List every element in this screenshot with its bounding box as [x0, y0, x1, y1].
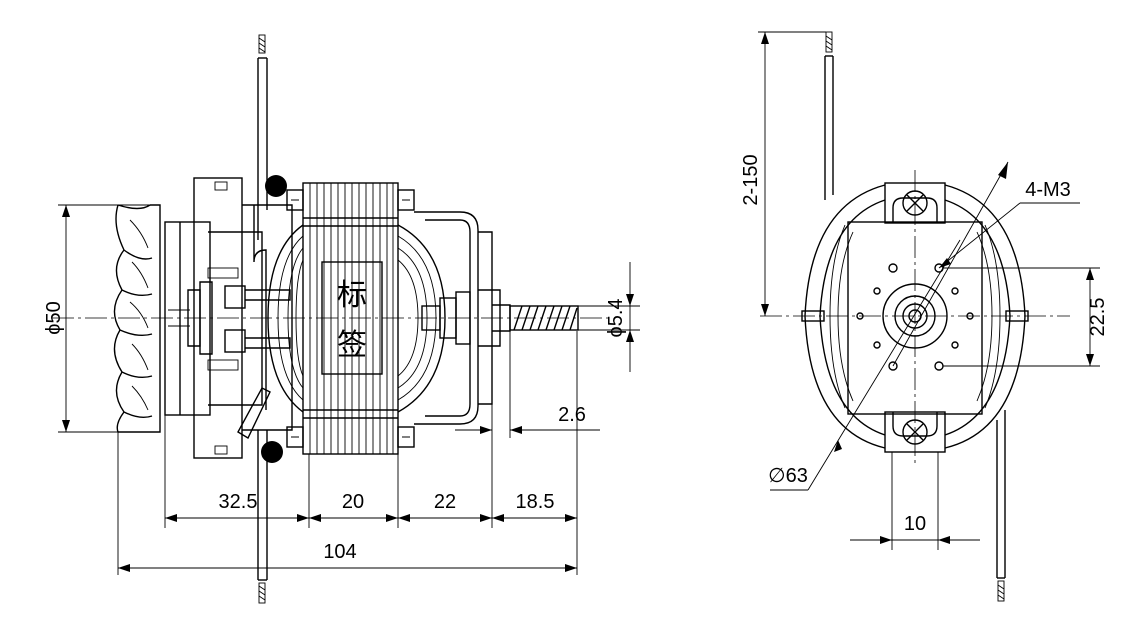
fan [113, 204, 161, 433]
lead-length-text: 2-150 [740, 154, 762, 205]
bottom-lead-wire [257, 430, 268, 604]
bracket-width-text: 10 [904, 513, 926, 535]
dim-shaft-step [455, 331, 600, 438]
end-top-lead-wire [824, 31, 834, 200]
bottom-screw-icon [902, 419, 928, 445]
rear-housing [164, 177, 293, 459]
mounting-holes [856, 263, 974, 371]
stator-stack [302, 182, 399, 455]
seg4-text: 18.5 [516, 491, 555, 513]
seg2-text: 20 [342, 491, 364, 513]
top-lead-wire [257, 34, 268, 240]
end-view: 2-150 4-M3 22.5 ∅63 [740, 31, 1109, 602]
end-bottom-lead-wire [996, 410, 1006, 602]
dim-outer-diameter [770, 239, 961, 491]
label-char-top: 标 [337, 278, 367, 313]
shaft-diameter-text: ϕ5.4 [605, 298, 627, 337]
stack-bolts [286, 189, 415, 448]
dim-fan-diameter [58, 204, 150, 433]
right-coil [397, 224, 446, 413]
label-char-bottom: 签 [337, 328, 367, 363]
seg1-text: 32.5 [219, 491, 258, 513]
top-brush-icon [265, 175, 287, 197]
worm-shaft [492, 304, 579, 332]
dim-hole-spacing [943, 267, 1100, 367]
shaft-step-text: 2.6 [558, 404, 586, 426]
overall-length-text: 104 [323, 541, 356, 563]
dim-overall [117, 432, 577, 575]
bottom-brush-icon [261, 441, 283, 463]
seg3-text: 22 [434, 491, 456, 513]
dim-shaft-diameter [578, 262, 640, 372]
holes-text: 4-M3 [1025, 179, 1071, 201]
fan-diameter-text: ϕ50 [43, 301, 65, 334]
side-view: 标 签 [43, 34, 640, 604]
front-bracket [414, 211, 501, 425]
hole-spacing-text: 22.5 [1087, 298, 1109, 337]
dim-lead-length [758, 31, 826, 316]
left-coil [267, 224, 304, 413]
dim-segments [164, 331, 578, 575]
outer-diameter-text: ∅63 [768, 465, 808, 487]
top-screw-icon [902, 190, 928, 216]
dim-bracket-width [850, 452, 980, 550]
end-bracket [847, 182, 983, 453]
